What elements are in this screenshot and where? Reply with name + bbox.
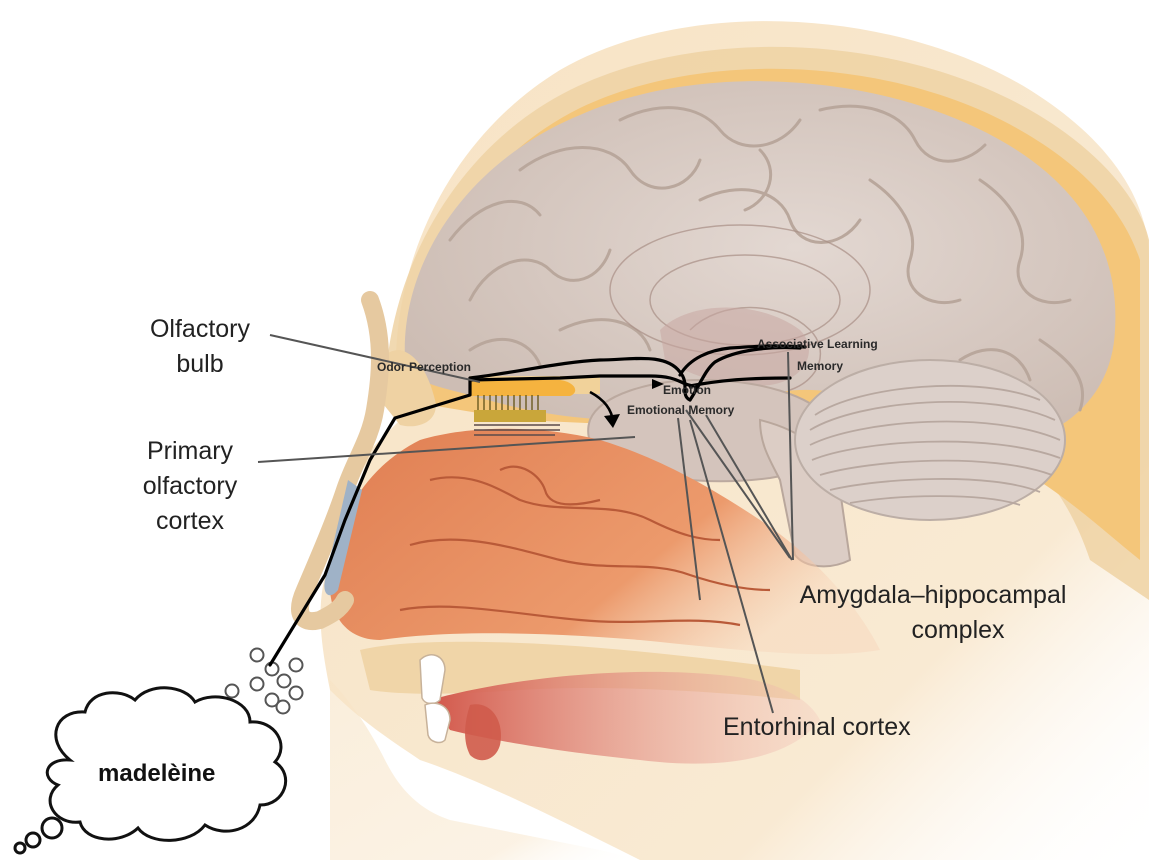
label-entorhinal-cortex: Entorhinal cortex <box>723 710 911 745</box>
pathway-memory: Memory <box>797 359 843 374</box>
cerebellum <box>795 360 1065 520</box>
thought-bubble-small <box>42 818 62 838</box>
olfactory-bulb-structure <box>470 380 575 396</box>
label-primary-olfactory-cortex: Primary olfactory cortex <box>120 434 260 539</box>
pathway-associative-learning: Associative Learning <box>757 337 878 352</box>
label-primary-line2: olfactory <box>120 469 260 504</box>
label-amygdala-line1: Amygdala–hippocampal <box>768 578 1098 613</box>
label-amygdala-hippocampal: Amygdala–hippocampal complex <box>768 578 1098 648</box>
thought-bubble-smallest <box>15 843 25 853</box>
label-primary-line3: cortex <box>120 504 260 539</box>
pathway-emotion: Emotion <box>663 383 711 398</box>
olfactory-receptor-band <box>474 410 546 422</box>
label-primary-line1: Primary <box>120 434 260 469</box>
label-olfactory-bulb-line1: Olfactory <box>130 312 270 347</box>
label-amygdala-line2: complex <box>768 613 1098 648</box>
pathway-odor-perception: Odor Perception <box>377 360 471 375</box>
thought-bubble-text: madelèine <box>98 760 215 788</box>
pathway-emotional-memory: Emotional Memory <box>627 403 734 418</box>
label-olfactory-bulb-line2: bulb <box>130 347 270 382</box>
label-olfactory-bulb: Olfactory bulb <box>130 312 270 382</box>
thought-bubble-smaller <box>26 833 40 847</box>
